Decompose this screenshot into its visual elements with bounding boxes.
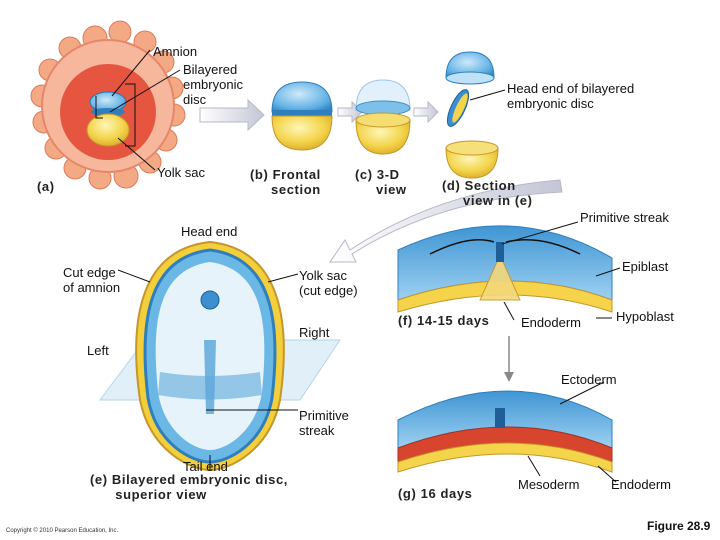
section-band [158, 372, 262, 400]
label-primitive-streak-f: Primitive streak [580, 210, 669, 225]
label-head-end: Head end [181, 224, 237, 239]
label-amnion: Amnion [153, 44, 197, 59]
panel-d-illustration [443, 52, 498, 178]
arrow-c-to-d [414, 102, 438, 122]
figure-number: Figure 28.9 [647, 519, 710, 533]
primitive-node [201, 291, 219, 309]
panel-b-illustration [272, 82, 332, 150]
label-primitive-streak-e: Primitive streak [299, 408, 349, 438]
caption-g: (g) 16 days [398, 486, 473, 501]
caption-f: (f) 14-15 days [398, 313, 490, 328]
caption-c: (c) 3-D view [355, 167, 407, 197]
leader-yolk-cut [268, 274, 298, 282]
caption-b: (b) Frontal section [250, 167, 321, 197]
label-right: Right [299, 325, 329, 340]
panel-g-illustration [398, 391, 612, 472]
panel-c-illustration [356, 80, 410, 154]
caption-e: (e) Bilayered embryonic disc, superior v… [90, 472, 288, 502]
primitive-groove-f [496, 242, 504, 262]
label-cut-edge-amnion: Cut edge of amnion [63, 265, 120, 295]
leader-cut-edge [118, 270, 150, 282]
copyright-notice: Copyright © 2010 Pearson Education, Inc. [6, 528, 118, 534]
primitive-groove-g [495, 408, 505, 428]
label-mesoderm: Mesoderm [518, 477, 579, 492]
label-bilayered-disc: Bilayered embryonic disc [183, 62, 243, 107]
leader-endoderm-f [504, 302, 514, 320]
label-yolk-sac: Yolk sac [157, 165, 205, 180]
label-endoderm-f: Endoderm [521, 315, 581, 330]
leader-head-end-bilayered [470, 90, 505, 100]
yolk-sac-a [87, 114, 129, 146]
caption-a: (a) [37, 179, 55, 194]
label-yolk-sac-cut: Yolk sac (cut edge) [299, 268, 358, 298]
caption-d: (d) Section view in (e) [442, 178, 533, 208]
label-left: Left [87, 343, 109, 358]
arrow-f-to-g-head [504, 372, 514, 382]
label-ectoderm: Ectoderm [561, 372, 617, 387]
label-epiblast: Epiblast [622, 259, 668, 274]
label-hypoblast: Hypoblast [616, 309, 674, 324]
label-head-end-bilayered: Head end of bilayered embryonic disc [507, 81, 634, 111]
label-endoderm-g: Endoderm [611, 477, 671, 492]
panel-f-illustration [398, 226, 612, 312]
leader-mesoderm [528, 456, 540, 476]
